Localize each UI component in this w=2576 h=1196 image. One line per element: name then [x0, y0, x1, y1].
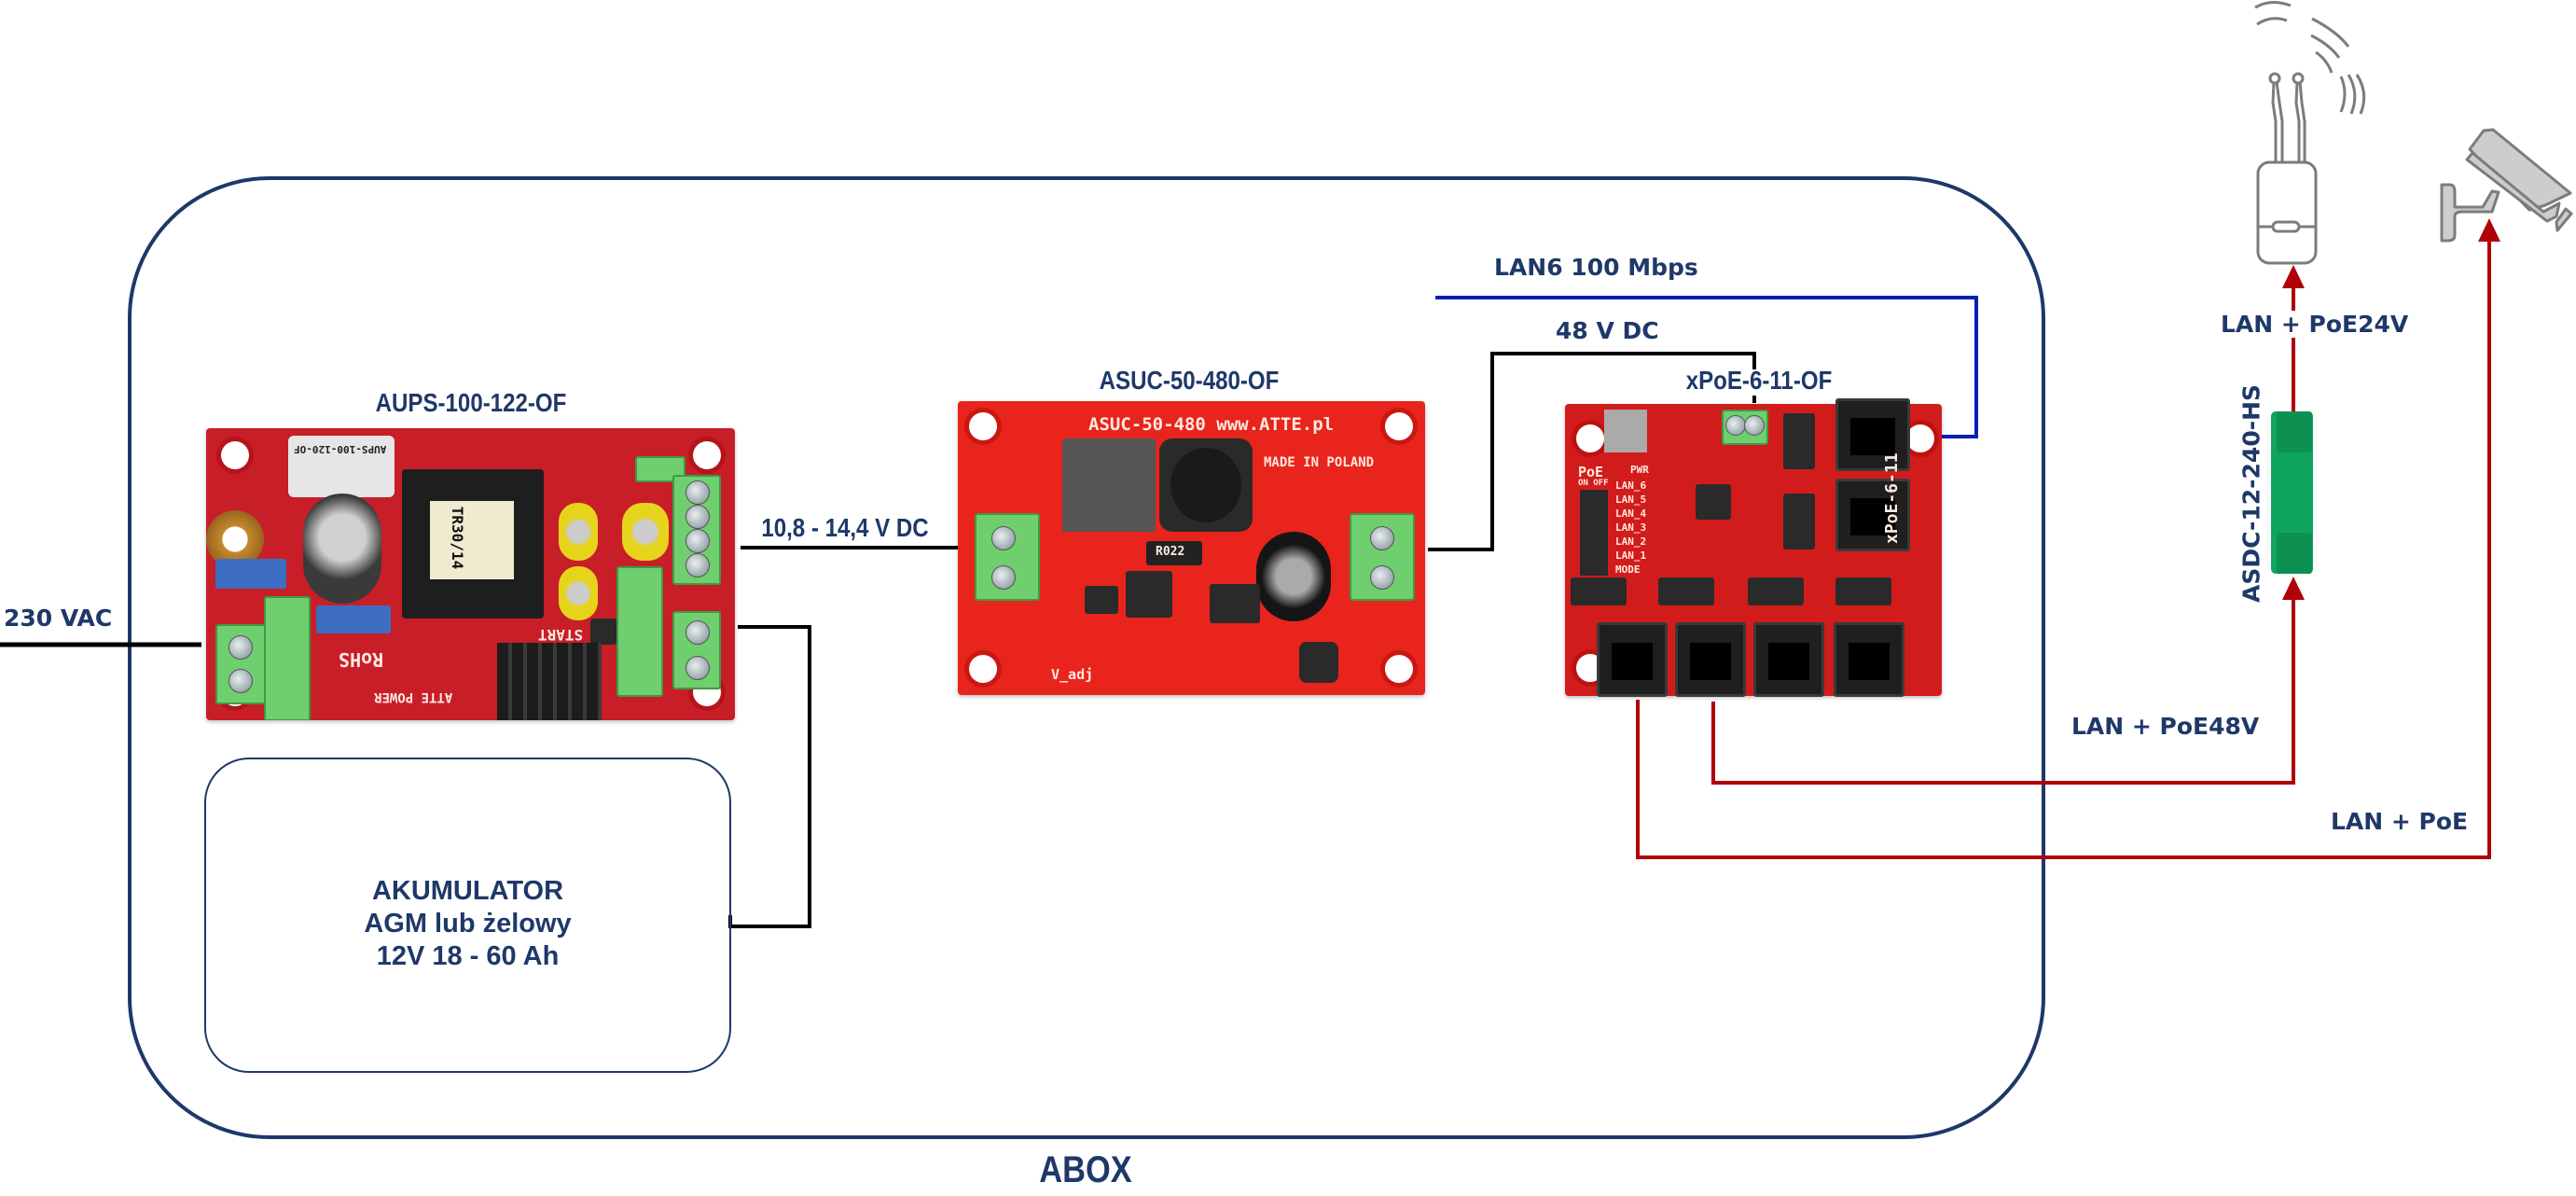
asuc-made-in: MADE IN POLAND — [1264, 455, 1375, 470]
shielded-inductor-2 — [1159, 438, 1253, 532]
xpoe-label: xPoE-6-11-OF — [1685, 366, 1833, 395]
dc-48v-wire — [1428, 352, 1756, 551]
rj45-port-4 — [1834, 622, 1904, 697]
shunt-resistor: R022 — [1146, 541, 1202, 565]
xpoe-name-silk: xPoE-6-11 — [1882, 452, 1902, 544]
aups-brand: ATTE POWER — [374, 689, 453, 704]
poe48-arrowhead — [2282, 577, 2305, 600]
controller-ic — [1085, 586, 1118, 614]
transformer: TR30/14 — [402, 469, 544, 619]
output-terminal — [672, 475, 721, 585]
enclosure-label: ABOX — [1039, 1149, 1132, 1190]
output-capacitor — [1256, 532, 1331, 621]
mains-fuse — [264, 596, 311, 720]
magnetics-lower — [1783, 494, 1815, 549]
transformer-text: TR30/14 — [449, 506, 467, 570]
magnetics-upper — [1783, 413, 1815, 469]
battery-fuse — [616, 566, 663, 697]
poe48-label: LAN + PoE48V — [2071, 713, 2260, 740]
start-button — [590, 619, 616, 645]
diode — [1210, 584, 1260, 623]
lan6-wire — [1435, 296, 1978, 438]
switch-ic — [1696, 484, 1731, 520]
asdc-converter — [2271, 411, 2313, 574]
dip-switch — [1580, 490, 1608, 576]
dc-48v-label: 48 V DC — [1556, 317, 1659, 344]
electrolytic-2 — [559, 566, 598, 620]
dc-bus-label: 10,8 - 14,4 V DC — [761, 513, 929, 542]
small-inductor — [1299, 642, 1338, 683]
x-capacitor — [215, 559, 286, 589]
xpoe-pcb: PoE ON OFF PWR LAN_6 LAN_5 LAN_4 LAN_3 L… — [1565, 398, 1942, 697]
xpoe-onoff-silk: ON OFF — [1578, 479, 1609, 488]
asuc-vadj: V_adj — [1051, 666, 1094, 683]
asuc-pcb: ASUC-50-480 www.ATTE.pl MADE IN POLAND R… — [958, 401, 1425, 695]
xpoe-pwr-silk: PWR — [1630, 464, 1649, 476]
rj45-port-2 — [1675, 622, 1746, 697]
shielded-inductor-1 — [1062, 438, 1156, 532]
aups-sticker — [288, 436, 395, 497]
aups-label: AUPS-100-122-OF — [375, 388, 567, 417]
battery-text: AKUMULATOR AGM lub żelowy 12V 18 - 60 Ah — [206, 875, 729, 973]
wifi-access-point-icon — [2254, 1, 2366, 265]
aups-start: START — [538, 626, 584, 644]
battery-type: AGM lub żelowy — [364, 909, 572, 939]
abox-enclosure — [128, 176, 2045, 1139]
vout-terminal — [1350, 513, 1415, 601]
aups-pcb: AUPS-100-120-OF TR30/14 RoHS START ATTE … — [206, 428, 735, 720]
magnetics-2 — [1658, 577, 1714, 605]
rj45-port-1 — [1597, 622, 1668, 697]
uplink-label: LAN6 100 Mbps — [1494, 254, 1698, 281]
poe24-arrowhead — [2282, 265, 2305, 288]
battery-capacity: 12V 18 - 60 Ah — [376, 941, 560, 971]
xpoe-poe-silk: PoE — [1578, 464, 1604, 480]
poe24-label: LAN + PoE24V — [2219, 311, 2411, 338]
film-capacitor — [316, 605, 391, 633]
magnetics-3 — [1748, 577, 1804, 605]
aups-rohs: RoHS — [339, 648, 384, 671]
mains-label: 230 VAC — [4, 605, 113, 632]
aups-sticker-text: AUPS-100-120-OF — [294, 443, 387, 455]
shunt-text: R022 — [1156, 545, 1185, 559]
vin-terminal — [975, 513, 1040, 601]
poe-camera-wire — [1636, 224, 2491, 859]
battery-terminal — [672, 611, 721, 689]
magnetics-4 — [1835, 577, 1891, 605]
electrolytic-1 — [559, 503, 598, 561]
rj45-poe-in-out — [1835, 479, 1910, 551]
magnetics-1 — [1571, 577, 1627, 605]
asdc-label: ASDC-12-240-HS — [2237, 383, 2265, 604]
cctv-camera-icon — [2440, 128, 2573, 243]
battery-title: AKUMULATOR — [371, 876, 564, 906]
heatsink — [497, 643, 602, 720]
toroid-coil — [206, 510, 264, 568]
rj45-lan6-uplink — [1835, 398, 1910, 471]
poe-label: LAN + PoE — [2331, 808, 2469, 835]
battery-wire — [728, 625, 811, 928]
asuc-label: ASUC-50-480-OF — [1099, 366, 1280, 395]
mosfet — [1126, 571, 1172, 618]
qr-code — [1604, 410, 1647, 452]
asuc-title-silk: ASUC-50-480 www.ATTE.pl — [1088, 414, 1335, 435]
rj45-port-3 — [1753, 622, 1824, 697]
battery-box: AKUMULATOR AGM lub żelowy 12V 18 - 60 Ah — [204, 758, 731, 1073]
port-led-labels: LAN_6 LAN_5 LAN_4 LAN_3 LAN_2 LAN_1 MODE — [1615, 480, 1647, 576]
ac-in-terminal — [215, 624, 266, 704]
poe-camera-arrowhead — [2478, 218, 2500, 242]
electrolytic-3 — [622, 503, 669, 561]
bulk-capacitor — [303, 494, 381, 604]
power-input-terminal — [1722, 410, 1768, 445]
poe48-wire — [1711, 580, 2295, 785]
